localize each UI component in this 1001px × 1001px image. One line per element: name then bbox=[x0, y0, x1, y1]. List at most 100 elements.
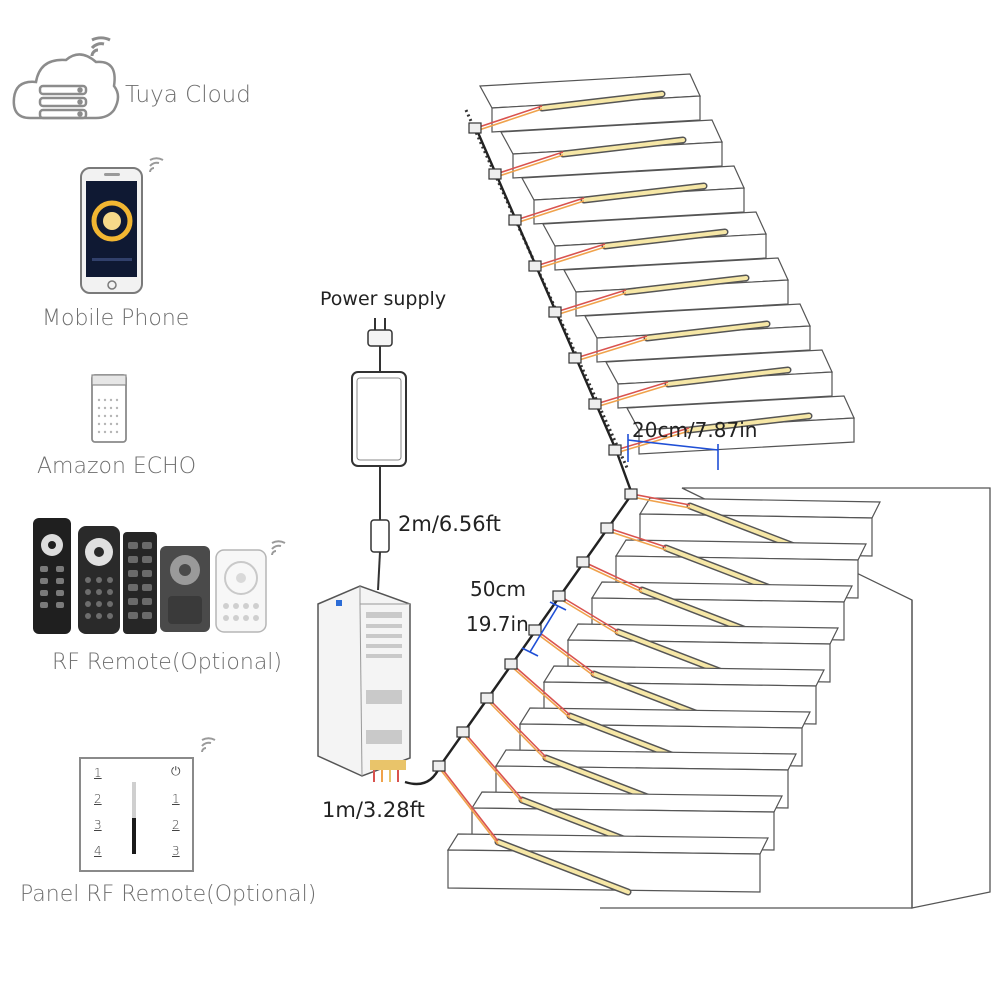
wire-red bbox=[439, 765, 499, 842]
cable-connector bbox=[480, 692, 494, 704]
wire-orange bbox=[475, 108, 543, 132]
panel-button-right-1: 1 bbox=[172, 792, 180, 806]
cloud-server-icon bbox=[12, 53, 120, 120]
amazon-echo-icon bbox=[91, 374, 127, 443]
cable-connector bbox=[528, 260, 542, 272]
mobile-phone-icon bbox=[80, 167, 143, 294]
rf-remote-icon-5 bbox=[215, 549, 267, 633]
cable-connector bbox=[608, 444, 622, 456]
cable-connector bbox=[588, 398, 602, 410]
led-strip bbox=[666, 368, 790, 386]
wire-red bbox=[595, 381, 669, 405]
lower-flight bbox=[439, 493, 881, 896]
led-strip bbox=[561, 138, 685, 156]
lower-step-riser bbox=[447, 849, 761, 893]
wire-orange bbox=[511, 666, 571, 719]
mobile-phone-label: Mobile Phone bbox=[42, 306, 190, 331]
distance-label-line1: 50cm bbox=[470, 577, 526, 601]
dimension-spacing-marker bbox=[627, 434, 719, 470]
cable-connector bbox=[432, 760, 446, 772]
cable-connector bbox=[528, 624, 542, 636]
led-strip bbox=[582, 184, 706, 202]
cable-connector bbox=[624, 488, 638, 500]
wire-orange bbox=[495, 154, 564, 178]
panel-button-right-2: 2 bbox=[172, 818, 180, 832]
amazon-echo-label: Amazon ECHO bbox=[37, 454, 197, 479]
connectors bbox=[432, 122, 638, 772]
cable-connector bbox=[552, 590, 566, 602]
wire-orange bbox=[535, 246, 606, 270]
wire-orange bbox=[535, 632, 595, 677]
distance-label-line2: 19.7in bbox=[466, 612, 529, 636]
panel-button-left-3: 3 bbox=[94, 818, 102, 832]
wire-red bbox=[463, 731, 523, 800]
wire-orange bbox=[515, 200, 585, 224]
wire-orange bbox=[595, 384, 669, 408]
wire-red bbox=[583, 561, 643, 590]
cable-connector bbox=[508, 214, 522, 226]
wire-red bbox=[535, 629, 595, 674]
led-strip bbox=[603, 230, 727, 248]
cable-connector bbox=[488, 168, 502, 180]
cable-connector bbox=[548, 306, 562, 318]
wire-red bbox=[607, 527, 667, 548]
wire-red bbox=[575, 335, 648, 359]
led-strip bbox=[496, 840, 630, 894]
wifi-signal-icon bbox=[271, 540, 286, 556]
wifi-signal-icon bbox=[201, 737, 216, 753]
panel-remote-icon bbox=[79, 757, 194, 872]
stair-side-wall bbox=[681, 487, 991, 909]
power-cable-length-label: 2m/6.56ft bbox=[398, 512, 501, 536]
led-strip bbox=[687, 414, 811, 432]
rf-remote-icon-3 bbox=[123, 532, 157, 634]
wire-red bbox=[555, 289, 627, 313]
panel-button-left-1: 1 bbox=[94, 766, 102, 780]
power-plug-icon bbox=[367, 318, 393, 372]
led-strip bbox=[624, 276, 748, 294]
led-strip bbox=[645, 322, 769, 340]
wire-red bbox=[475, 105, 543, 129]
wire-orange bbox=[487, 700, 547, 761]
wire-orange bbox=[583, 564, 643, 593]
wire-orange bbox=[575, 338, 648, 362]
controller-cable-length-label: 1m/3.28ft bbox=[322, 798, 425, 822]
wire-orange bbox=[631, 496, 691, 509]
upper-flight bbox=[475, 73, 855, 455]
wire-red bbox=[631, 493, 691, 506]
rf-remote-icon-4 bbox=[160, 546, 210, 632]
panel-button-left-2: 2 bbox=[94, 792, 102, 806]
power-supply-label: Power supply bbox=[320, 288, 447, 310]
wifi-signal-icon bbox=[90, 36, 111, 57]
rf-remote-label: RF Remote(Optional) bbox=[52, 650, 283, 675]
wire-orange bbox=[439, 768, 499, 845]
panel-button-right-3: 3 bbox=[172, 844, 180, 858]
led-controller bbox=[317, 585, 411, 782]
panel-button-power: ⏻ bbox=[171, 764, 181, 778]
step-spacing-label: 20cm/7.87in bbox=[632, 418, 758, 442]
stair-front-wall bbox=[600, 600, 913, 909]
cable-connector bbox=[600, 522, 614, 534]
cable-connector bbox=[456, 726, 470, 738]
cable-connector bbox=[468, 122, 482, 134]
wire-orange bbox=[463, 734, 523, 803]
panel-button-left-4: 4 bbox=[94, 844, 102, 858]
wire-orange bbox=[607, 530, 667, 551]
cable-connector bbox=[568, 352, 582, 364]
wifi-signal-icon bbox=[149, 157, 164, 173]
wire-red bbox=[511, 663, 571, 716]
wire-red bbox=[559, 595, 619, 632]
wire-red bbox=[515, 197, 585, 221]
power-adapter bbox=[351, 371, 407, 591]
wire-red bbox=[495, 151, 564, 175]
tuya-cloud-label: Tuya Cloud bbox=[125, 82, 251, 108]
wire-red bbox=[535, 243, 606, 267]
rf-remote-icon-2 bbox=[78, 526, 120, 634]
wire-red bbox=[487, 697, 547, 758]
rf-remote-icon-1 bbox=[33, 518, 71, 634]
cable-connector bbox=[504, 658, 518, 670]
led-strip bbox=[540, 92, 664, 110]
cable-connector bbox=[576, 556, 590, 568]
wire-orange bbox=[555, 292, 627, 316]
